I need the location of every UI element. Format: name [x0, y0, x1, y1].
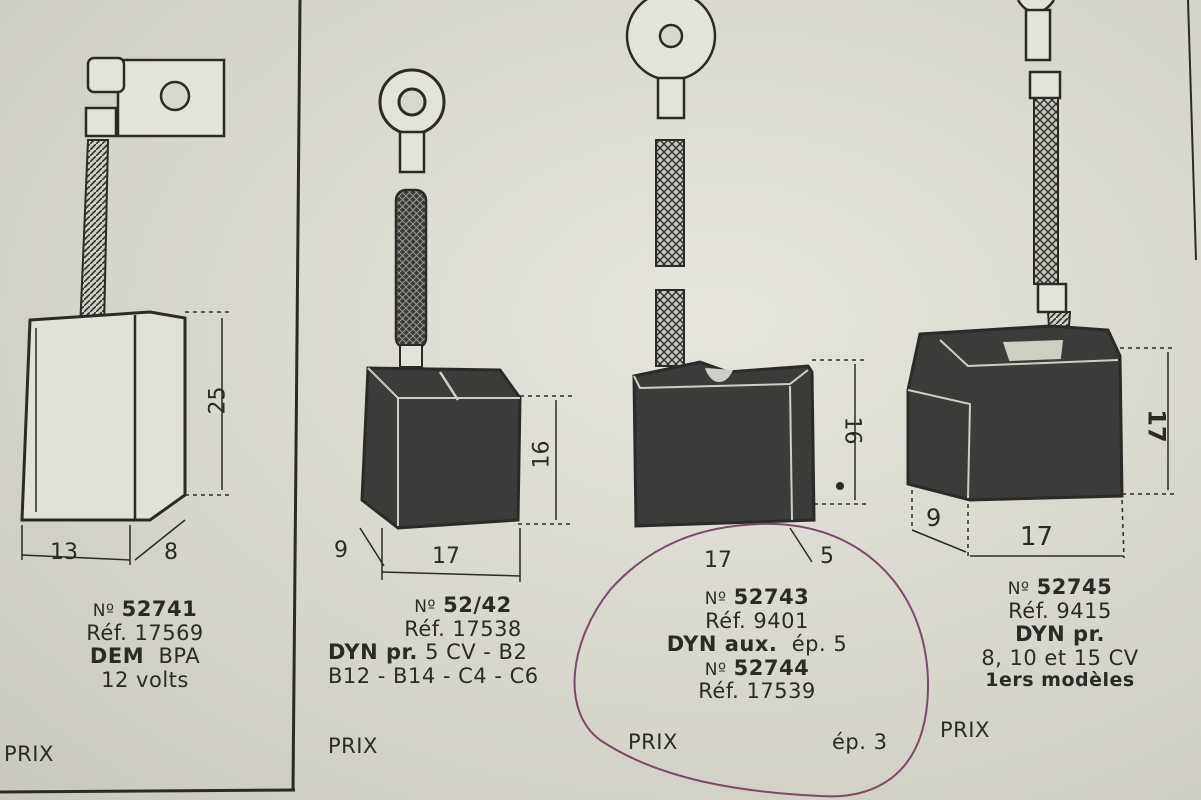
price-label-52745: PRIX — [940, 718, 990, 742]
item-type: DYN aux. ép. 5 — [666, 632, 848, 657]
brush-52745-drawing — [906, 0, 1174, 559]
item-type: DYN pr. — [1015, 622, 1105, 647]
divider-right — [1187, 0, 1197, 261]
dim-52741-width: 13 — [50, 540, 78, 565]
divider-bottom — [0, 788, 296, 794]
dim-52743-depth: 5 — [820, 544, 834, 569]
item-type: DYN pr. 5 CV - B2 — [328, 640, 528, 665]
dim-52745-width: 17 — [1020, 522, 1054, 552]
price-note-52743: ép. 3 — [832, 730, 888, 754]
brush-52741-drawing — [20, 56, 232, 565]
dim-52743-height: 16 — [839, 416, 865, 445]
item-number: Nº 52745 — [1007, 575, 1113, 599]
caption-5242: Nº 52/42 Réf. 17538 DYN pr. 5 CV - B2 B1… — [328, 593, 598, 688]
item-number: Nº 52/42 — [414, 593, 512, 617]
caption-52741: Nº 52741 Réf. 17569 DEM BPA 12 volts — [30, 597, 260, 692]
item-ref-2: Réf. 17539 — [698, 679, 816, 704]
dim-52743-width: 17 — [704, 548, 732, 573]
dim-52745-height: 17 — [1142, 409, 1171, 443]
price-label-52741: PRIX — [4, 742, 54, 766]
pen-circle — [573, 522, 930, 798]
price-label-5242: PRIX — [328, 734, 378, 758]
dim-52741-depth: 8 — [164, 540, 178, 565]
item-voltage: 12 volts — [101, 667, 189, 692]
item-ref: Réf. 9401 — [705, 608, 809, 633]
price-label-52743: PRIX — [628, 730, 678, 754]
brush-52743-drawing — [625, 0, 868, 563]
caption-52743: Nº 52743 Réf. 9401 DYN aux. ép. 5 Nº 527… — [642, 585, 872, 704]
item-number: Nº 52741 — [92, 597, 198, 621]
dim-5242-height: 16 — [529, 440, 555, 469]
item-ref: Réf. 17538 — [404, 616, 522, 641]
dim-52745-depth: 9 — [926, 504, 942, 532]
caption-52745: Nº 52745 Réf. 9415 DYN pr. 8, 10 et 15 C… — [950, 575, 1170, 692]
item-ref: Réf. 9415 — [1008, 598, 1112, 623]
divider-left — [291, 0, 302, 791]
dim-52741-height: 25 — [205, 386, 231, 415]
item-note: 1ers modèles — [985, 669, 1135, 692]
item-ref: Réf. 17569 — [86, 620, 204, 645]
brush-5242-drawing — [359, 68, 572, 582]
item-number: Nº 52743 — [704, 585, 810, 609]
item-number-2: Nº 52744 — [704, 655, 810, 680]
item-type: DEM BPA — [89, 644, 201, 669]
dim-5242-width: 17 — [432, 544, 460, 569]
item-models: 8, 10 et 15 CV — [981, 645, 1139, 670]
item-models: B12 - B14 - C4 - C6 — [328, 663, 539, 688]
dim-5242-depth: 9 — [334, 538, 348, 563]
